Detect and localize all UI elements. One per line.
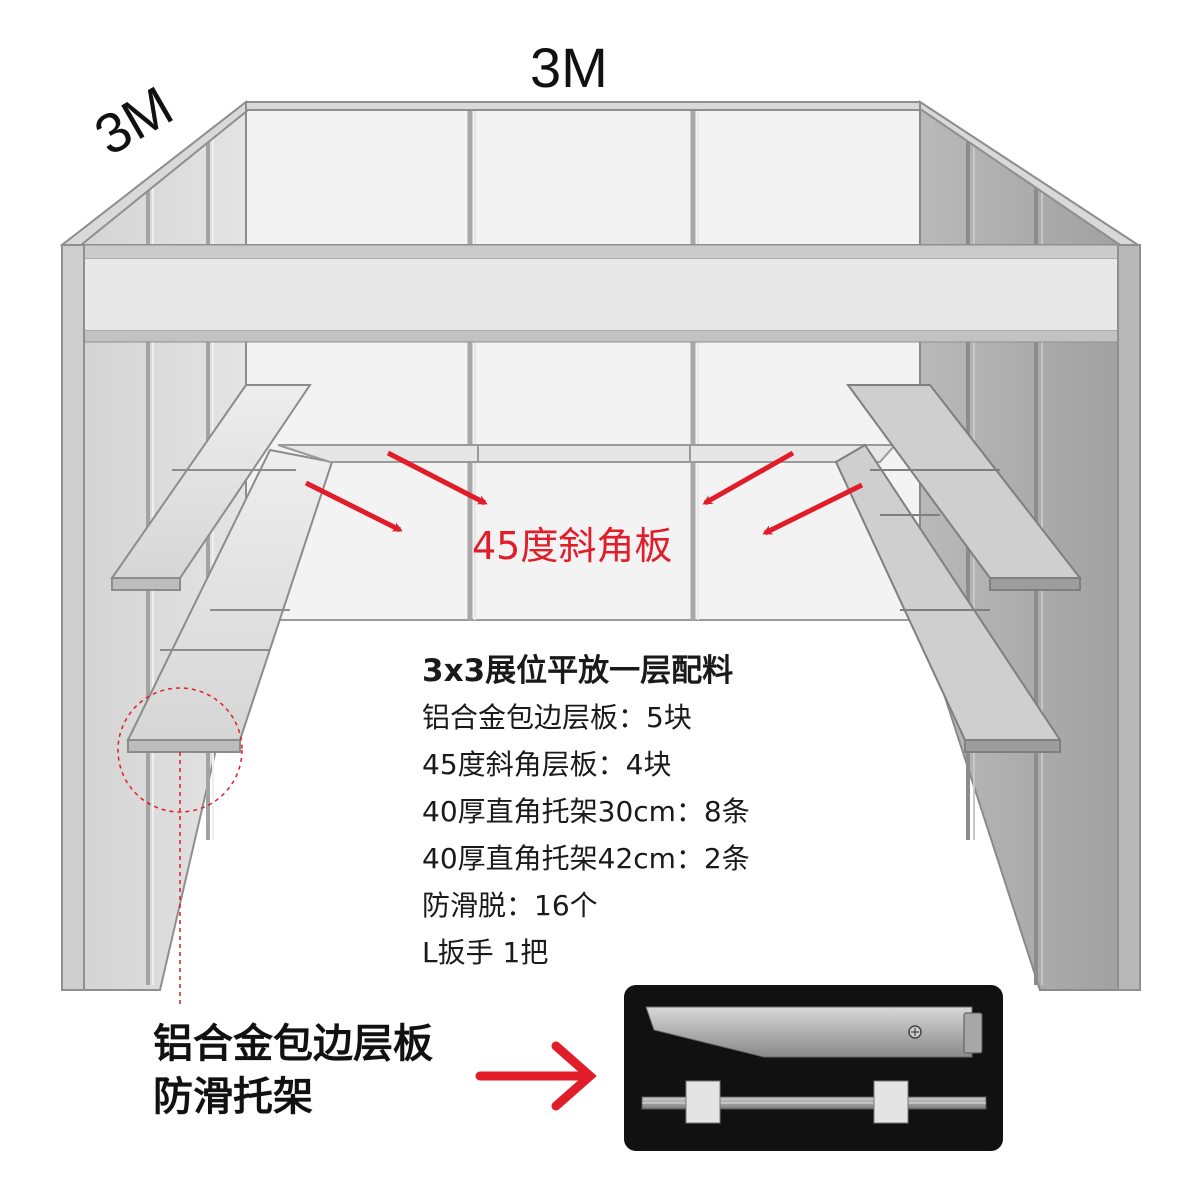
right-shelves bbox=[834, 384, 1083, 753]
materials-title: 3x3展位平放一层配料 bbox=[422, 653, 734, 689]
arrow-icon bbox=[702, 450, 795, 506]
material-item: 防滑脱：16个 bbox=[422, 889, 598, 922]
material-item: 铝合金包边层板：5块 bbox=[422, 701, 692, 734]
material-item: L扳手 1把 bbox=[422, 936, 549, 969]
back-shelves bbox=[277, 444, 898, 463]
front-left-post bbox=[61, 244, 85, 991]
anti-slip-clip bbox=[685, 1080, 721, 1124]
shelf-bracket-callout: 铝合金包边层板 防滑托架 bbox=[153, 1018, 433, 1124]
bevel-shelf-label: 45度斜角板 bbox=[472, 524, 673, 568]
material-item: 45度斜角层板：4块 bbox=[422, 748, 672, 781]
booth-width-label: 3M bbox=[530, 36, 608, 99]
anti-slip-clip bbox=[873, 1080, 909, 1124]
material-item: 40厚直角托架30cm：8条 bbox=[422, 795, 750, 828]
arrow-icon bbox=[304, 480, 403, 533]
bevel-arrows bbox=[304, 450, 864, 536]
bracket-arm bbox=[645, 1006, 973, 1058]
callout-line-bracket: 防滑托架 bbox=[153, 1074, 313, 1120]
arrow-icon bbox=[386, 450, 488, 506]
bracket-photo bbox=[624, 985, 1003, 1151]
front-right-post bbox=[1117, 244, 1141, 991]
materials-list: 3x3展位平放一层配料 铝合金包边层板：5块 45度斜角层板：4块 40厚直角托… bbox=[422, 650, 750, 976]
callout-arrow bbox=[475, 1041, 597, 1111]
arrow-icon bbox=[762, 482, 864, 536]
bracket-image bbox=[641, 1006, 987, 1124]
back-wall-posts bbox=[467, 102, 696, 620]
material-item: 40厚直角托架42cm：2条 bbox=[422, 842, 750, 875]
callout-line-shelf: 铝合金包边层板 bbox=[153, 1021, 433, 1067]
